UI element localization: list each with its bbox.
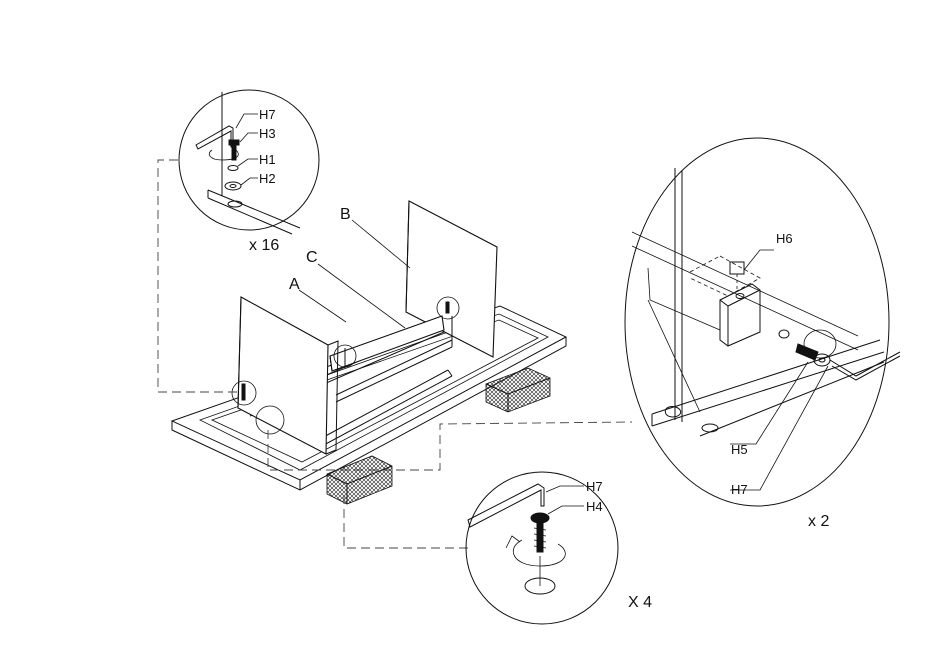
bolt-icon [229,140,239,145]
label-c: C [306,249,318,266]
screw-icon [446,302,449,313]
quantity-x4: X 4 [628,594,652,611]
item-h7-top: H7 [259,107,276,122]
callout-right: H6 H5 H7 x 2 [625,138,900,530]
main-assembly: B C A [172,201,566,504]
item-h6: H6 [776,231,793,246]
item-h3: H3 [259,126,276,141]
panel-a [238,297,338,454]
dashed-connectors [158,160,632,548]
item-h2: H2 [259,171,276,186]
item-h4: H4 [586,499,603,514]
panel-c [330,316,444,371]
leader-a [299,290,346,322]
quantity-x16: x 16 [249,237,279,254]
label-b: B [340,206,351,223]
washer-icon [228,166,238,171]
leader-b [352,220,410,268]
callout-top-left: H7 H3 H1 H2 x 16 [179,90,319,254]
label-a: A [289,276,300,293]
support-block-left [327,456,392,504]
item-h7-bottom: H7 [586,479,603,494]
callout-bottom: H7 H4 X 4 [466,472,652,624]
quantity-x2: x 2 [808,513,829,530]
washer-icon [779,330,789,338]
washer-icon [225,182,241,190]
item-h5: H5 [731,442,748,457]
leader-c [318,264,405,328]
item-h7-right: H7 [731,482,748,497]
screw-icon [242,384,245,400]
item-h1: H1 [259,152,276,167]
